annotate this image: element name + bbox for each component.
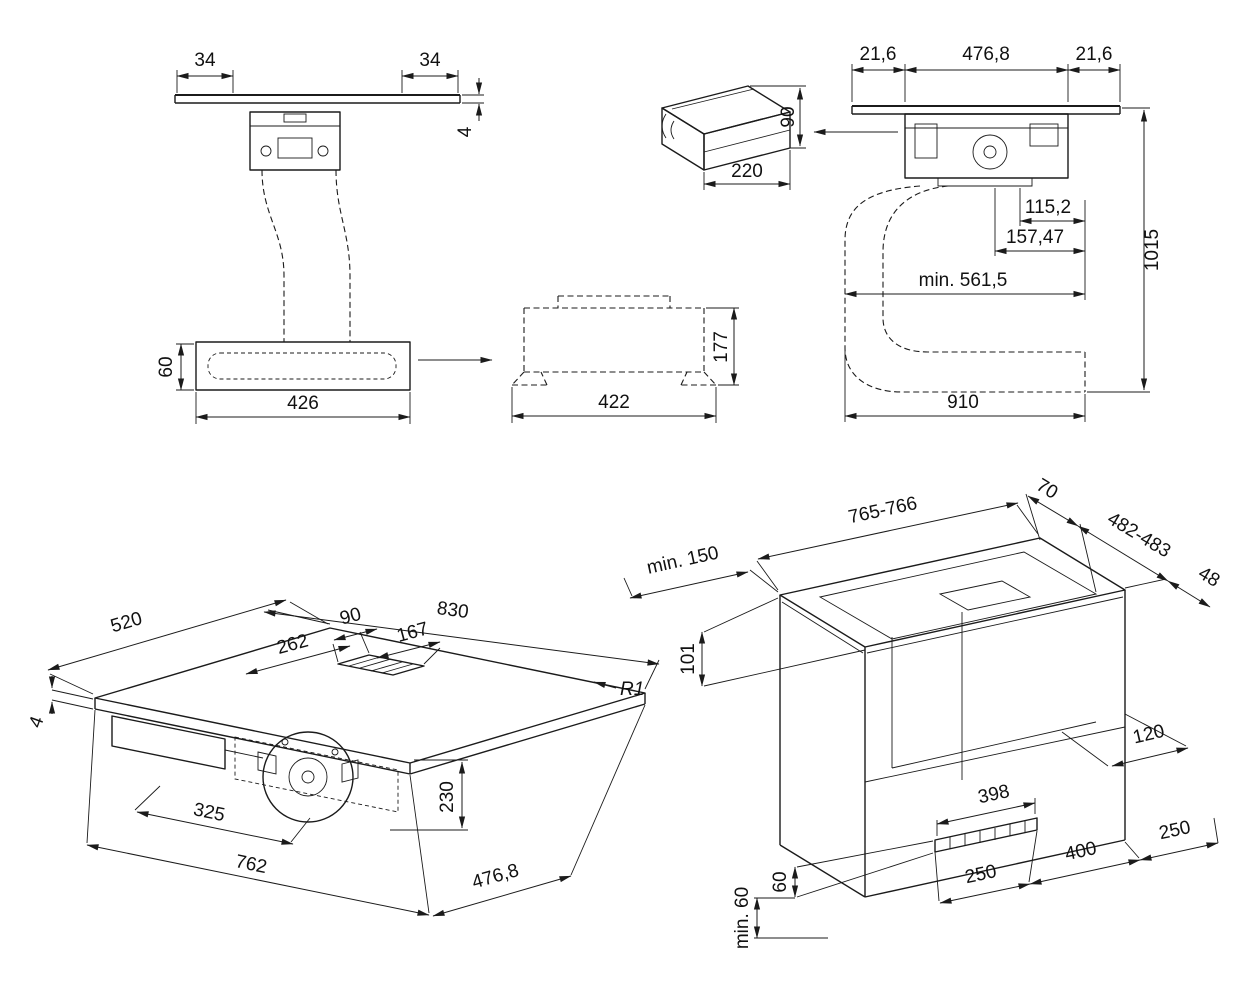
dim-910: 910 <box>947 392 979 413</box>
cabinet-isometric-view: min. 150 765-766 70 482-483 48 101 120 3… <box>623 475 1223 949</box>
dim-177: 177 <box>711 331 732 363</box>
dim-476-8-top: 476,8 <box>962 44 1010 65</box>
dim-min-150: min. 150 <box>645 543 721 579</box>
dim-120: 120 <box>1131 721 1167 749</box>
dim-220: 220 <box>731 161 763 182</box>
dim-482-483: 482-483 <box>1104 508 1175 562</box>
front-view: 34 34 4 60 426 <box>156 50 493 424</box>
dim-90-duct: 90 <box>778 106 799 127</box>
dim-476-8-iso: 476,8 <box>470 860 522 893</box>
dim-70: 70 <box>1032 475 1061 504</box>
dim-157-47: 157,47 <box>1006 227 1064 248</box>
dim-34-left: 34 <box>194 50 216 71</box>
dim-48: 48 <box>1194 563 1223 592</box>
dim-21-6-left: 21,6 <box>860 44 897 65</box>
dim-250-right: 250 <box>1157 817 1192 844</box>
dim-520: 520 <box>108 608 144 637</box>
dim-101: 101 <box>678 643 699 675</box>
hob-isometric-view: 830 520 262 90 167 R1 4 230 325 762 476, <box>25 598 660 917</box>
dim-830: 830 <box>436 598 470 623</box>
dim-4-glass-iso: 4 <box>25 713 48 731</box>
dim-398: 398 <box>976 781 1011 808</box>
dim-230: 230 <box>437 781 458 813</box>
dim-90-grill: 90 <box>338 604 364 630</box>
dim-400: 400 <box>1063 838 1098 865</box>
plenum-side-view: 177 422 <box>511 295 739 423</box>
side-installation-view: 21,6 476,8 21,6 1015 115,2 157,47 min. 5… <box>813 44 1163 422</box>
dim-262: 262 <box>275 630 311 658</box>
dim-762: 762 <box>233 851 268 878</box>
dim-765-766: 765-766 <box>847 493 920 528</box>
dim-21-6-right: 21,6 <box>1076 44 1113 65</box>
dim-325: 325 <box>191 799 226 826</box>
radius-label-r1: R1 <box>620 679 644 700</box>
dim-426: 426 <box>287 393 319 414</box>
dim-min-561-5: min. 561,5 <box>919 270 1008 291</box>
dim-250-left: 250 <box>963 861 998 888</box>
duct-adapter-view: 90 220 <box>661 85 806 190</box>
dim-1015: 1015 <box>1142 229 1163 271</box>
dim-min-60: min. 60 <box>732 887 753 949</box>
dim-115-2: 115,2 <box>1025 197 1071 218</box>
dim-60-vent: 60 <box>770 871 791 892</box>
dim-4-glass: 4 <box>455 126 476 137</box>
dim-60-plenum: 60 <box>156 356 177 377</box>
dim-34-right: 34 <box>419 50 441 71</box>
dim-167: 167 <box>395 618 431 646</box>
dim-422: 422 <box>598 392 630 413</box>
